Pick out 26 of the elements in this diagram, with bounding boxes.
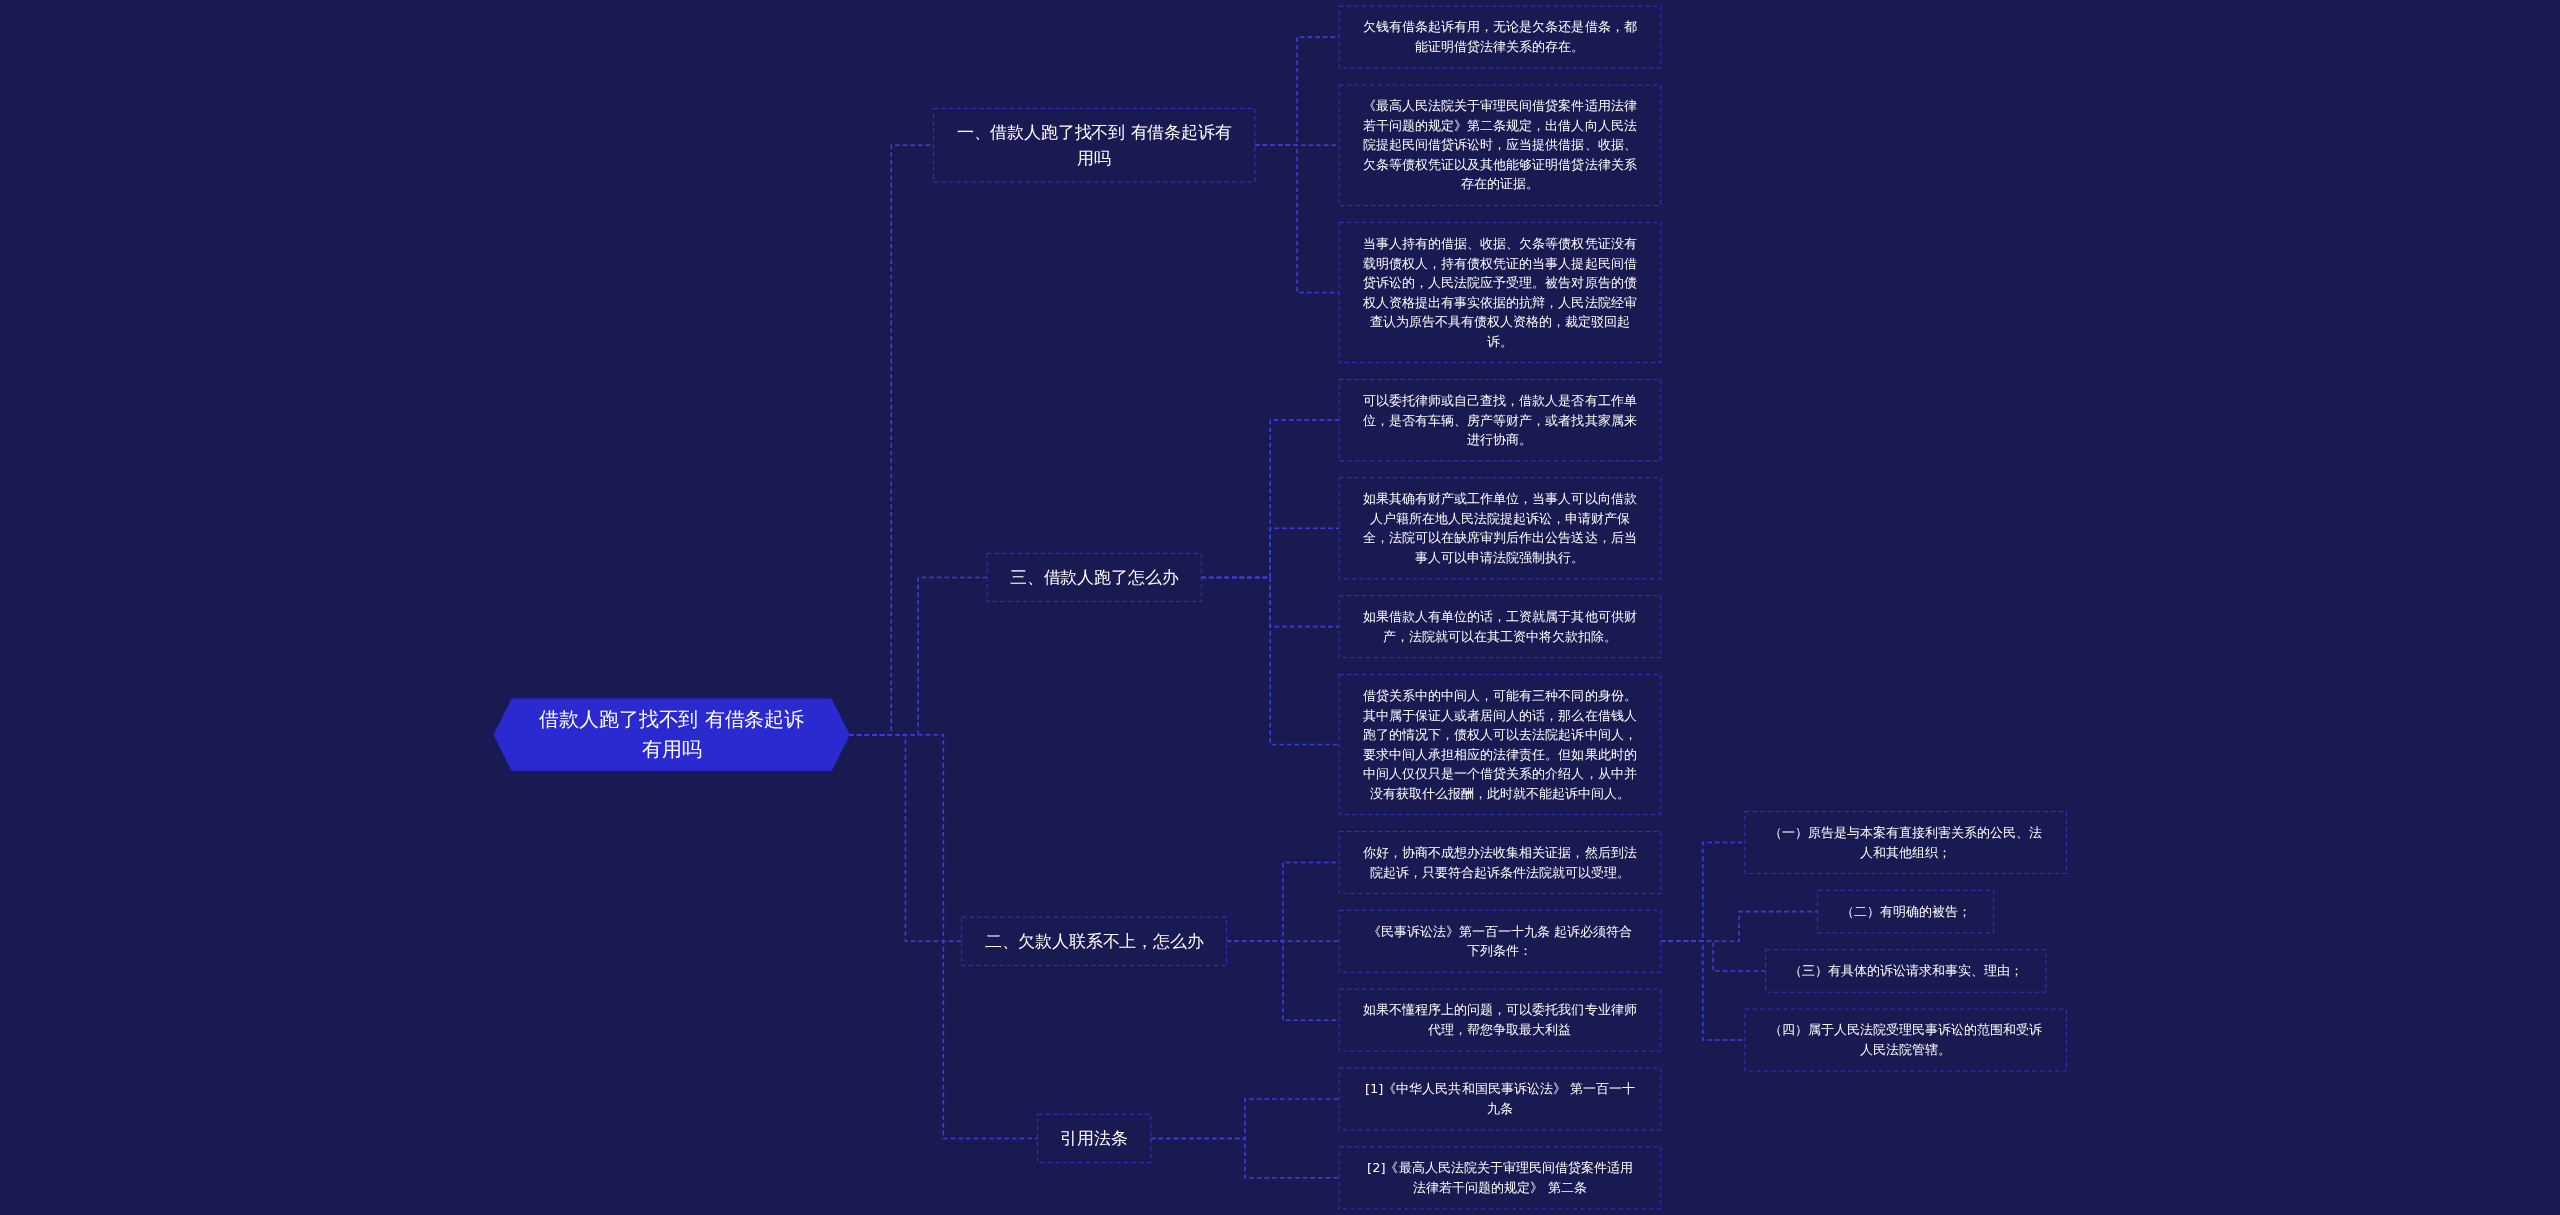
connector [1149, 1137, 1340, 1179]
node-box: 《民事诉讼法》第一百一十九条 起诉必须符合下列条件： [1338, 909, 1661, 973]
node-box: 你好，协商不成想办法收集相关证据，然后到法院起诉，只要符合起诉条件法院就可以受理。 [1338, 831, 1661, 894]
node-box: 当事人持有的借据、收据、欠条等债权凭证没有载明债权人，持有债权凭证的当事人提起民间借贷诉讼的，人民法院应予受理。被告对原告的债权人资格提出有事实依据的抗辩，人民法院经审查认为原告不具有债权人资格的，裁定驳回起诉。 [1338, 222, 1661, 363]
node-box: 可以委托律师或自己查找，借款人是否有工作单位，是否有车辆、房产等财产，或者找其家属来进行协商。 [1338, 378, 1661, 462]
node-box: （二）有明确的被告； [1816, 890, 1994, 934]
node-box: 三、借款人跑了怎么办 [986, 552, 1202, 602]
node-box: 欠钱有借条起诉有用，无论是欠条还是借条，都能证明借贷法律关系的存在。 [1338, 5, 1661, 69]
connector [1253, 144, 1340, 294]
node-box: 二、欠款人联系不上，怎么办 [961, 916, 1227, 966]
node-box: 一、借款人跑了找不到 有借条起诉有用吗 [932, 108, 1255, 183]
connector [1225, 940, 1340, 1021]
connector [848, 734, 1038, 1140]
connector [1659, 940, 1746, 1041]
node-box: （四）属于人民法院受理民事诉讼的范围和受诉人民法院管辖。 [1744, 1008, 2067, 1072]
node-box: 如果借款人有单位的话，工资就属于其他可供财产，法院就可以在其工资中将欠款扣除。 [1338, 595, 1661, 659]
node-box: 如果不懂程序上的问题，可以委托我们专业律师代理，帮您争取最大利益 [1338, 988, 1661, 1052]
node-box: （三）有具体的诉讼请求和事实、理由； [1764, 949, 2046, 993]
connector [1200, 576, 1340, 746]
node-box: 《最高人民法院关于审理民间借贷案件适用法律若干问题的规定》第二条规定，出借人向人民法院提起民间借贷诉讼时，应当提供借据、收据、欠条等债权凭证以及其他能够证明借贷法律关系存在的证据。 [1338, 84, 1661, 206]
node-box: 借贷关系中的中间人，可能有三种不同的身份。其中属于保证人或者居间人的话，那么在借钱人跑了的情况下，债权人可以去法院起诉中间人，要求中间人承担相应的法律责任。但如果此时的中间人仅仅只是一个借贷关系的介绍人，从中并没有获取什么报酬，此时就不能起诉中间人。 [1338, 674, 1661, 815]
node-box: [2]《最高人民法院关于审理民间借贷案件适用法律若干问题的规定》 第二条 [1338, 1146, 1661, 1210]
node-box: 如果其确有财产或工作单位，当事人可以向借款人户籍所在地人民法院提起诉讼，申请财产保全，法院可以在缺席审判后作出公告送达，后当事人可以申请法院强制执行。 [1338, 477, 1661, 580]
node-box: （一）原告是与本案有直接利害关系的公民、法人和其他组织； [1744, 811, 2067, 874]
node-box: 引用法条 [1036, 1113, 1151, 1163]
node-box: [1]《中华人民共和国民事诉讼法》 第一百一十九条 [1338, 1067, 1661, 1131]
